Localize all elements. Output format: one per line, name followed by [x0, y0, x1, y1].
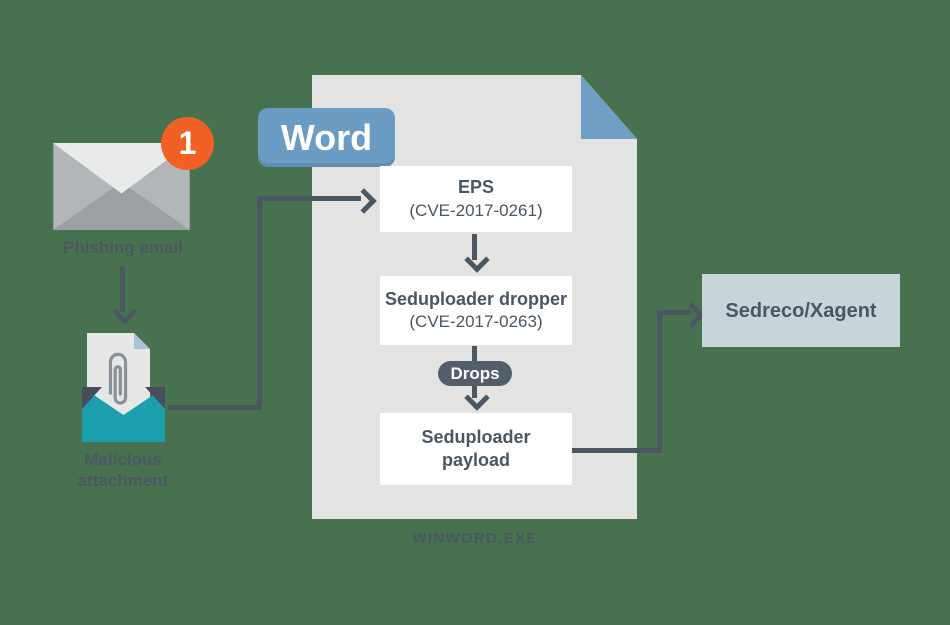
connector-payload-horizontal: [572, 448, 662, 453]
arrowhead-down-icon: [112, 299, 138, 325]
notification-badge: 1: [161, 117, 214, 170]
node-seduploader-payload: Seduploader payload: [380, 413, 572, 485]
malicious-attachment-label-line2: attachment: [77, 471, 169, 491]
malicious-attachment-icon: [75, 330, 170, 445]
connector-attachment-vertical: [257, 196, 262, 410]
connector-to-sedreco: [657, 310, 691, 315]
arrow-eps-to-dropper: [472, 234, 477, 260]
arrow-email-to-attachment: [120, 266, 125, 312]
connector-attachment-horizontal: [168, 405, 262, 410]
drops-pill: Drops: [438, 361, 512, 386]
node-dropper-title: Seduploader dropper: [384, 288, 568, 309]
node-seduploader-dropper: Seduploader dropper (CVE-2017-0263): [380, 276, 572, 345]
node-dropper-subtitle: (CVE-2017-0263): [409, 312, 543, 332]
document-fold-corner-icon: [581, 75, 637, 139]
malicious-attachment-label-line1: Malicious: [84, 450, 162, 469]
connector-payload-vertical: [657, 310, 662, 453]
node-sedreco-xagent: Sedreco/Xagent: [702, 274, 900, 347]
word-badge-label: Word: [280, 116, 373, 158]
word-badge: Word: [258, 108, 395, 167]
node-sedreco-label: Sedreco/Xagent: [725, 299, 877, 322]
connector-attachment-to-eps: [257, 196, 361, 201]
node-eps: EPS (CVE-2017-0261): [380, 166, 572, 232]
badge-count: 1: [178, 125, 197, 161]
attachment-fold-corner-icon: [134, 333, 150, 349]
malicious-attachment-label: Malicious attachment: [23, 449, 223, 492]
node-eps-subtitle: (CVE-2017-0261): [409, 200, 543, 220]
node-payload-line2: payload: [441, 450, 511, 470]
phishing-email-label: Phishing email: [63, 238, 183, 257]
drops-pill-label: Drops: [450, 363, 500, 383]
arrowhead-right-icon: [679, 302, 705, 328]
node-payload-line1: Seduploader: [421, 426, 531, 447]
winword-filename-label: WINWORD.EXE: [412, 530, 538, 547]
paperclip-icon: [101, 345, 135, 411]
node-eps-title: EPS: [457, 177, 495, 198]
